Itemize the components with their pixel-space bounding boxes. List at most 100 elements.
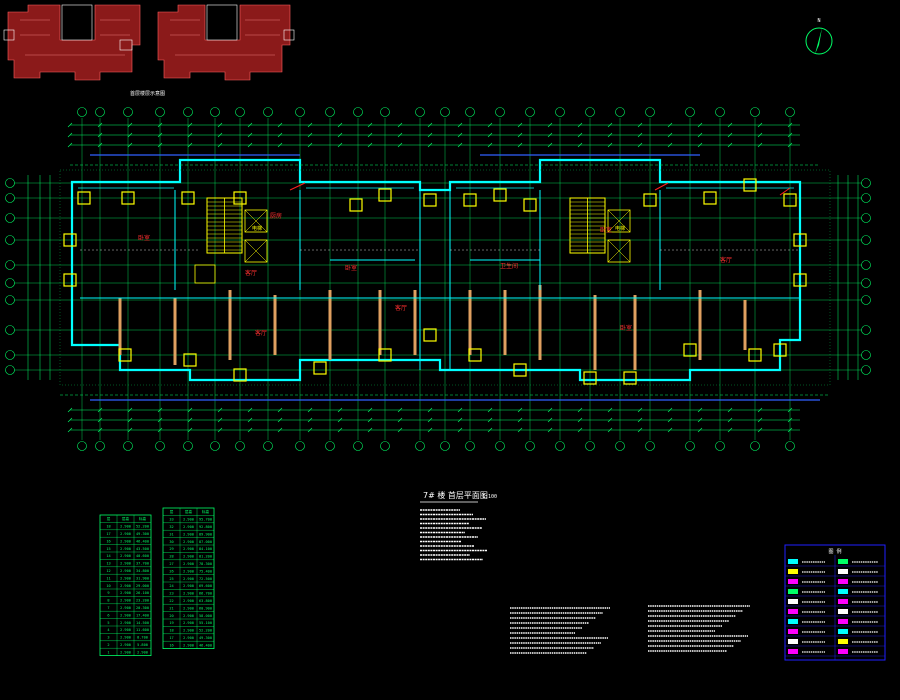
table-cell: 69.600 (199, 584, 212, 588)
table-cell: 5.800 (137, 643, 148, 647)
legend-swatch (788, 619, 798, 624)
dimension-lines (27, 122, 859, 433)
table-cell: 2.900 (183, 518, 194, 522)
table-cell: 25 (169, 577, 173, 581)
axis-bubble (861, 193, 871, 203)
table-cell: 2.900 (183, 569, 194, 573)
table-cell: 10 (106, 584, 110, 588)
duct-lines (90, 154, 820, 401)
axis-bubble (325, 441, 335, 451)
room-label: 厨房 (270, 212, 282, 220)
table-cell: 2.900 (183, 614, 194, 618)
table-cell: 29 (169, 547, 173, 551)
room-label: 卧室 (345, 264, 357, 272)
column (233, 368, 247, 382)
table-cell: 2.900 (120, 650, 131, 654)
table-cell: 2.900 (120, 569, 131, 573)
column (181, 191, 195, 205)
axis-bubble (155, 441, 165, 451)
axis-bubble (785, 441, 795, 451)
table-header-cell: 层高 (185, 509, 193, 514)
column (118, 348, 132, 362)
table-cell: 2.900 (183, 592, 194, 596)
table-cell: 52.200 (136, 525, 149, 529)
table-cell: 30 (169, 540, 173, 544)
axis-bubble (5, 260, 15, 270)
axis-bubble (235, 107, 245, 117)
table-cell: 2.900 (120, 554, 131, 558)
table-cell: 13 (106, 562, 110, 566)
legend-swatch (788, 559, 798, 564)
column (703, 191, 717, 205)
structural-columns (63, 178, 807, 385)
table-cell: 8 (107, 599, 109, 603)
table-cell: 2.900 (120, 606, 131, 610)
axis-bubble (183, 107, 193, 117)
drawing-title: 7# 楼 首层平面图 (423, 490, 488, 500)
axis-bubble (5, 235, 15, 245)
table-cell: 37.700 (136, 562, 149, 566)
axis-bubble (183, 441, 193, 451)
room-label: 卧室 (620, 324, 632, 332)
legend-swatch (788, 629, 798, 634)
column (378, 348, 392, 362)
legend-swatch (838, 609, 848, 614)
table-cell: 17 (106, 532, 110, 536)
legend-swatch (838, 569, 848, 574)
table-cell: 95.700 (199, 518, 212, 522)
table-cell: 2.900 (120, 576, 131, 580)
table-cell: 7 (107, 606, 109, 610)
column (523, 198, 537, 212)
axis-grid (5, 107, 871, 451)
axis-bubble (645, 107, 655, 117)
axis-bubble (5, 350, 15, 360)
axis-bubble (295, 441, 305, 451)
legend-swatch (788, 649, 798, 654)
column (313, 361, 327, 375)
table-cell: 17.400 (136, 613, 149, 617)
axis-bubble (123, 107, 133, 117)
axis-bubble (861, 213, 871, 223)
table-cell: 2.900 (183, 629, 194, 633)
table-header-cell: 标高 (139, 516, 147, 521)
table-cell: 2.900 (183, 540, 194, 544)
room-label: 客厅 (255, 329, 267, 337)
table-cell: 75.400 (199, 569, 212, 573)
table-cell: 11 (106, 576, 110, 580)
table-cell: 2.900 (183, 636, 194, 640)
svg-text:N: N (817, 18, 820, 24)
legend-title: 图 例 (828, 548, 841, 555)
room-label: 卧室 (600, 226, 612, 234)
table-cell: 5 (107, 621, 109, 625)
bottom-notes (510, 605, 750, 654)
column (583, 371, 597, 385)
stair-core-left (194, 197, 268, 284)
stair-core-right (569, 197, 631, 263)
legend-swatch (838, 619, 848, 624)
axis-bubble (525, 441, 535, 451)
axis-bubble (415, 441, 425, 451)
axis-bubble (353, 107, 363, 117)
axis-bubble (615, 441, 625, 451)
column (423, 328, 437, 342)
column (623, 371, 637, 385)
table-cell: 18 (169, 629, 173, 633)
table-cell: 92.800 (199, 525, 212, 529)
axis-bubble (685, 107, 695, 117)
legend-swatch (788, 639, 798, 644)
axis-bubble (861, 278, 871, 288)
axis-bubble (861, 325, 871, 335)
axis-bubble (861, 178, 871, 188)
axis-bubble (5, 295, 15, 305)
axis-bubble (750, 441, 760, 451)
axis-bubble (210, 441, 220, 451)
table-cell: 89.900 (199, 532, 212, 536)
table-header-cell: 层高 (122, 516, 130, 521)
table-cell: 43.500 (136, 547, 149, 551)
site-hatch (59, 169, 831, 386)
column (513, 363, 527, 377)
column (63, 273, 77, 287)
table-cell: 16 (106, 539, 110, 543)
legend-swatch (788, 609, 798, 614)
